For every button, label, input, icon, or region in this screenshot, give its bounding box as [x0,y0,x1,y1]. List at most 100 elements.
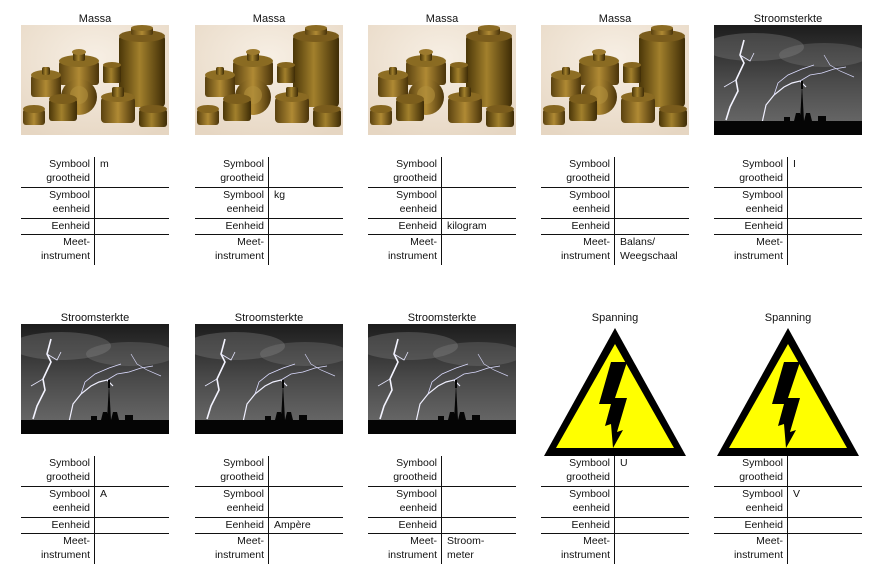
value-symbool-grootheid: I [793,158,796,170]
card-stroomsterkte-1: Stroomsterkte Symbool grootheid I Symbool… [714,12,862,265]
value-eenheid [615,219,689,234]
value-symbool-eenheid [442,487,516,517]
value-eenheid [269,219,343,234]
value-symbool-grootheid [788,456,862,486]
lightning-image [368,324,516,434]
card-title: Massa [78,13,112,25]
card-massa-4: Massa Symbool grootheid Sym [541,12,689,265]
label-meetinstrument: Meet- instrument [714,235,788,265]
quantity-table: Symbool grootheid m Symbool eenheid Eenhe… [21,157,169,265]
label-symbool-eenheid: Symbool eenheid [541,188,615,218]
label-eenheid: Eenheid [21,219,95,234]
value-eenheid [788,219,862,234]
value-meetinstrument [269,534,343,564]
label-symbool-grootheid: Symbool grootheid [714,456,788,486]
label-symbool-grootheid: Symbool grootheid [21,157,95,187]
quantity-table: Symbool grootheid Symbool eenheid Eenhei… [368,456,516,564]
card-massa-3: Massa Symbool grootheid Sym [368,12,516,265]
value-symbool-grootheid [269,157,343,187]
value-symbool-grootheid [615,157,689,187]
label-eenheid: Eenheid [195,219,269,234]
label-symbool-eenheid: Symbool eenheid [21,188,95,218]
card-stroomsterkte-3: Stroomsterkte Symbool grootheid Symbool … [195,311,343,564]
value-eenheid [95,518,169,533]
quantity-table: Symbool grootheid Symbool eenheid A Eenhe… [21,456,169,564]
value-meetinstrument [95,235,169,265]
value-eenheid [788,518,862,533]
label-meetinstrument: Meet- instrument [195,235,269,265]
label-meetinstrument: Meet- instrument [21,235,95,265]
label-symbool-grootheid: Symbool grootheid [541,157,615,187]
label-symbool-grootheid: Symbool grootheid [714,157,788,187]
value-symbool-eenheid: A [100,488,108,500]
value-meetinstrument [788,235,862,265]
label-symbool-eenheid: Symbool eenheid [714,487,788,517]
label-symbool-eenheid: Symbool eenheid [195,188,269,218]
label-symbool-eenheid: Symbool eenheid [21,487,95,517]
value-meetinstrument: Balans/ Weegschaal [620,236,678,262]
value-symbool-grootheid: m [100,158,109,170]
weights-image [21,25,169,135]
value-symbool-eenheid [788,188,862,218]
high-voltage-sign-image [714,324,862,459]
value-meetinstrument [269,235,343,265]
weights-image [541,25,689,135]
label-symbool-eenheid: Symbool eenheid [714,188,788,218]
label-symbool-grootheid: Symbool grootheid [195,157,269,187]
value-symbool-eenheid [442,188,516,218]
value-meetinstrument [615,534,689,564]
value-symbool-grootheid: U [620,457,628,469]
value-symbool-eenheid: V [793,488,801,500]
value-symbool-eenheid [615,188,689,218]
high-voltage-sign-image [541,324,689,459]
lightning-image [21,324,169,434]
label-symbool-grootheid: Symbool grootheid [21,456,95,486]
label-symbool-grootheid: Symbool grootheid [368,456,442,486]
card-title: Stroomsterkte [753,13,823,25]
quantity-table: Symbool grootheid I Symbool eenheid Eenhe… [714,157,862,265]
label-meetinstrument: Meet- instrument [714,534,788,564]
label-symbool-eenheid: Symbool eenheid [541,487,615,517]
value-symbool-grootheid [95,456,169,486]
value-symbool-eenheid [615,487,689,517]
label-symbool-eenheid: Symbool eenheid [368,188,442,218]
card-title: Stroomsterkte [60,312,130,324]
card-massa-2: Massa Symbool grootheid Sym [195,12,343,265]
card-spanning-2: Spanning Symbool grootheid Symbool eenhe… [714,311,862,564]
value-symbool-grootheid [269,456,343,486]
label-meetinstrument: Meet- instrument [541,235,615,265]
value-eenheid [95,219,169,234]
value-eenheid [615,518,689,533]
weights-image [195,25,343,135]
card-title: Massa [252,13,286,25]
card-stroomsterkte-4: Stroomsterkte Symbool grootheid Symbool … [368,311,516,564]
value-eenheid: kilogram [447,220,487,232]
card-title: Spanning [764,312,812,324]
label-eenheid: Eenheid [368,518,442,533]
label-meetinstrument: Meet- instrument [21,534,95,564]
value-eenheid [442,518,516,533]
value-meetinstrument [95,534,169,564]
label-eenheid: Eenheid [21,518,95,533]
value-symbool-eenheid [95,188,169,218]
label-meetinstrument: Meet- instrument [195,534,269,564]
value-meetinstrument [788,534,862,564]
weights-image [368,25,516,135]
card-stroomsterkte-2: Stroomsterkte Symbool grootheid Symbool … [21,311,169,564]
label-eenheid: Eenheid [714,219,788,234]
label-eenheid: Eenheid [541,219,615,234]
value-meetinstrument [442,235,516,265]
label-meetinstrument: Meet- instrument [368,534,442,564]
value-eenheid: Ampère [274,519,311,531]
value-symbool-grootheid [442,157,516,187]
quantity-table: Symbool grootheid Symbool eenheid Eenhei… [541,157,689,265]
label-meetinstrument: Meet- instrument [368,235,442,265]
card-title: Massa [598,13,632,25]
label-symbool-eenheid: Symbool eenheid [368,487,442,517]
card-title: Stroomsterkte [234,312,304,324]
value-symbool-eenheid: kg [274,189,286,201]
